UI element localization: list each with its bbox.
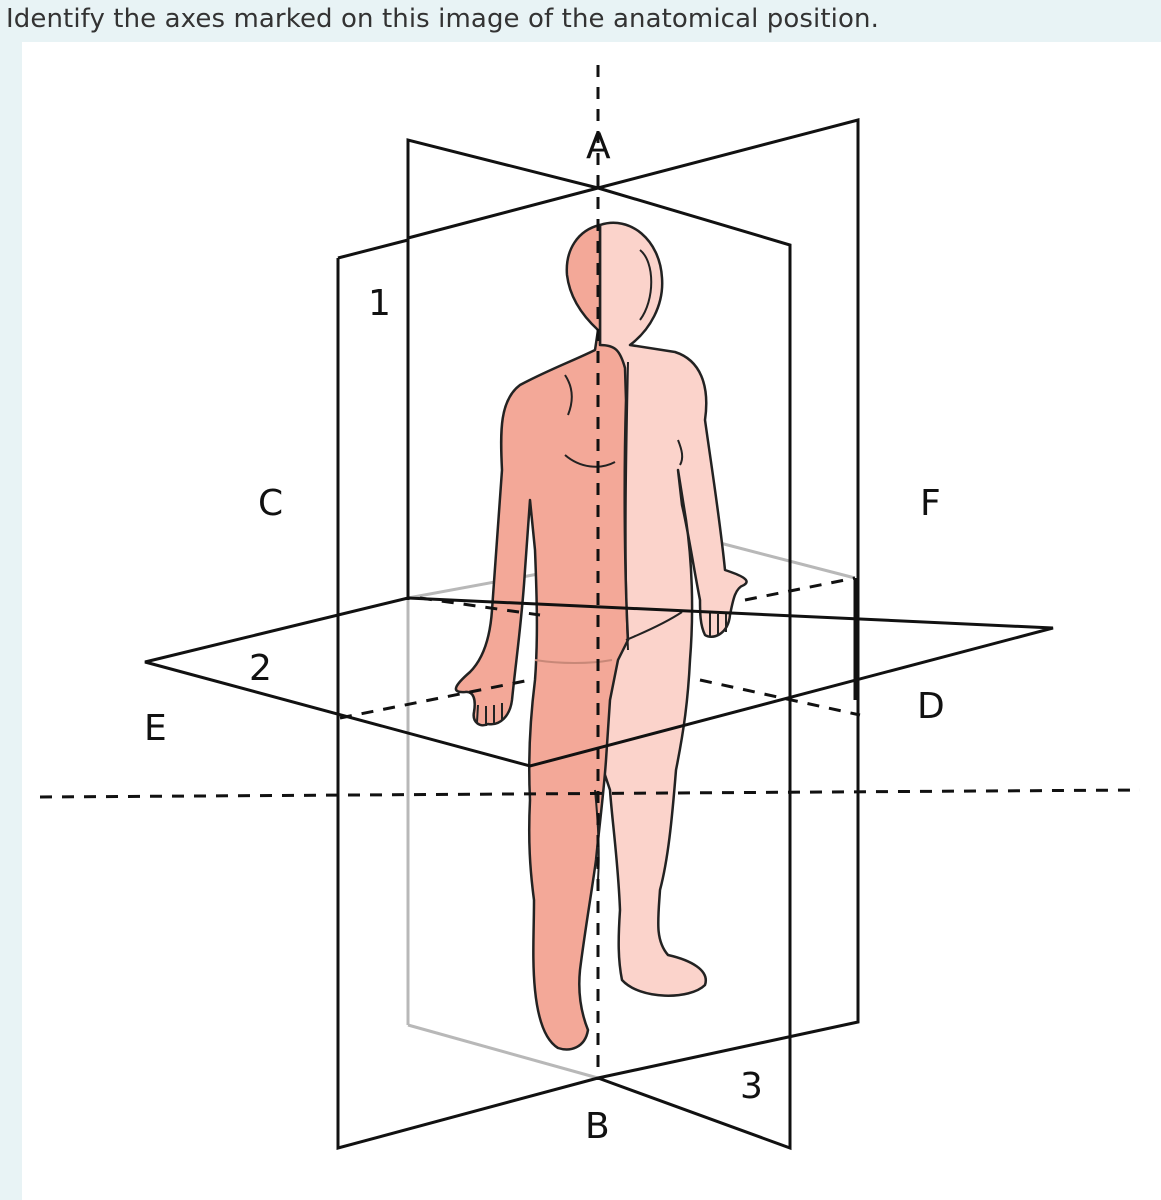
label-plane-2: 2 [249, 648, 272, 689]
label-plane-1: 1 [368, 283, 391, 324]
axis-e-d [39, 788, 1141, 799]
label-axis-c: C [258, 483, 283, 524]
axis-c-f-front [699, 678, 861, 717]
figure-left-half [454, 223, 630, 1051]
plane-3-outline [406, 138, 792, 1151]
label-axis-a: A [586, 126, 611, 167]
label-axis-d: D [917, 686, 945, 727]
plane-outlines [144, 118, 1054, 1151]
label-plane-3: 3 [740, 1066, 763, 1107]
label-axis-b: B [585, 1106, 610, 1147]
plane-2-outline [144, 596, 1054, 768]
dashed-axes [39, 65, 1141, 1080]
label-axis-f: F [920, 483, 941, 524]
human-figure [454, 221, 748, 1051]
question-text: Identify the axes marked on this image o… [6, 4, 879, 34]
label-axis-e: E [144, 708, 167, 749]
